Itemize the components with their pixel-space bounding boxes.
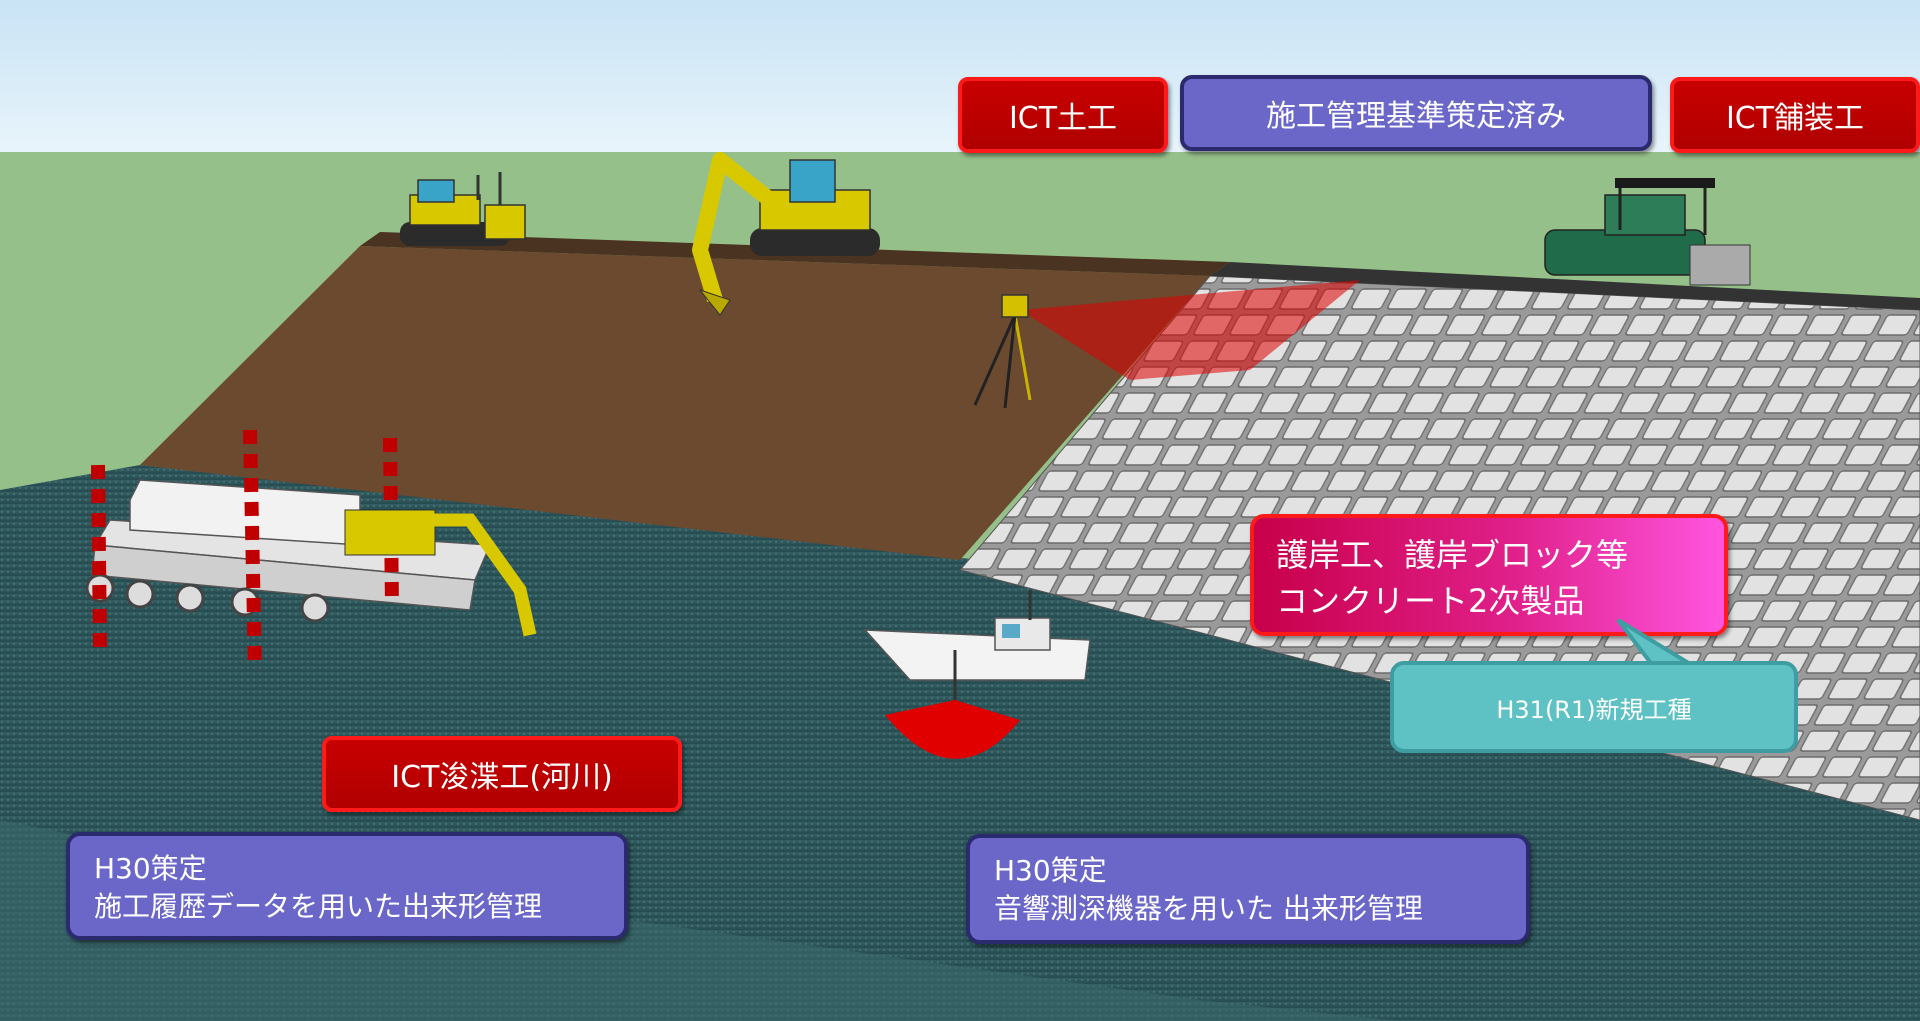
right-note-line2: 音響測深機器を用いた 出来形管理	[994, 892, 1423, 925]
asphalt-paver	[1544, 178, 1751, 286]
standards-completed-label: 施工管理基準策定済み	[1180, 75, 1652, 151]
pontoon-barge	[85, 429, 537, 671]
new-work-type-callout: H31(R1)新規工種	[1390, 661, 1798, 753]
river-bank-near	[0, 820, 1400, 1021]
ict-paving-label: ICT舗装工	[1670, 77, 1920, 153]
bulldozer	[400, 172, 526, 246]
embankment-slope	[140, 246, 1210, 560]
ict-earthwork-label: ICT土工	[958, 77, 1168, 153]
left-note-line2: 施工履歴データを用いた出来形管理	[94, 890, 543, 923]
left-note-box: H30策定 施工履歴データを用いた出来形管理	[66, 832, 628, 940]
revetment-line2: コンクリート2次製品	[1276, 582, 1585, 620]
right-note-box: H30策定 音響測深機器を用いた 出来形管理	[966, 834, 1530, 944]
survey-boat	[863, 590, 1091, 705]
paved-road-top	[1210, 262, 1920, 310]
laser-scan-beam	[1020, 280, 1360, 380]
left-note-line1: H30策定	[94, 852, 207, 885]
revetment-work-label: 護岸工、護岸ブロック等 コンクリート2次製品	[1250, 514, 1728, 636]
sonar-beam	[885, 700, 1020, 759]
excavator-top	[692, 152, 880, 316]
ict-dredging-label: ICT浚渫工(河川)	[322, 736, 682, 812]
right-note-line1: H30策定	[994, 854, 1107, 887]
revetment-line1: 護岸工、護岸ブロック等	[1276, 536, 1629, 574]
tripod-scanner	[973, 294, 1032, 409]
